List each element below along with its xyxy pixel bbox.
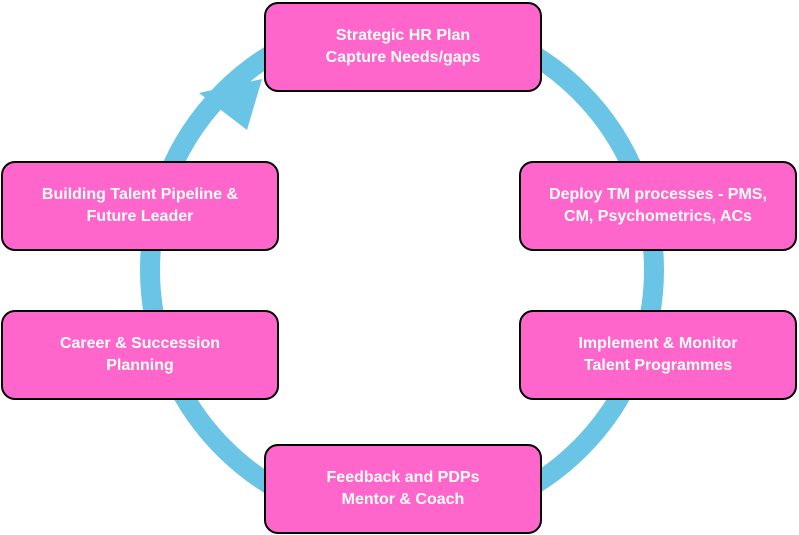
- node-strategic-hr-plan: Strategic HR Plan Capture Needs/gaps: [264, 2, 542, 92]
- node-label: Feedback and PDPs Mentor & Coach: [326, 469, 480, 508]
- node-label: Deploy TM processes - PMS, CM, Psychomet…: [549, 186, 767, 225]
- node-label: Strategic HR Plan Capture Needs/gaps: [325, 27, 481, 66]
- cycle-arrowhead: [199, 79, 262, 130]
- node-deploy-tm-processes: Deploy TM processes - PMS, CM, Psychomet…: [519, 161, 797, 251]
- node-career-succession: Career & Succession Planning: [1, 310, 279, 400]
- node-label: Implement & Monitor Talent Programmes: [578, 335, 738, 374]
- node-implement-monitor: Implement & Monitor Talent Programmes: [519, 310, 797, 400]
- node-talent-pipeline: Building Talent Pipeline & Future Leader: [1, 161, 279, 251]
- node-label: Building Talent Pipeline & Future Leader: [41, 186, 239, 225]
- node-feedback-pdps: Feedback and PDPs Mentor & Coach: [264, 444, 542, 534]
- node-label: Career & Succession Planning: [59, 335, 221, 374]
